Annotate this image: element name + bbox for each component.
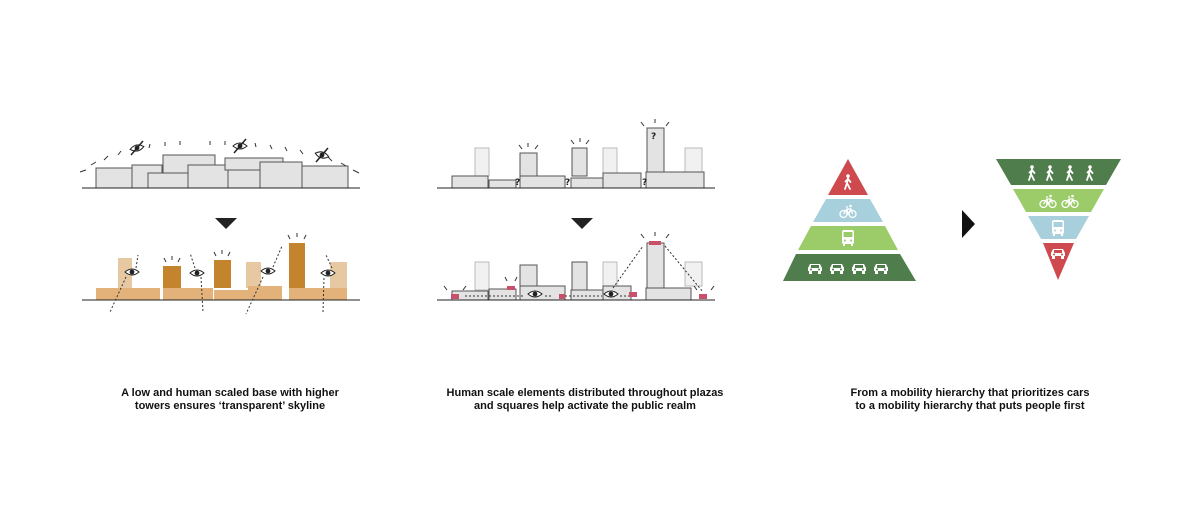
down-arrow-icon [571, 218, 593, 229]
skyline-after [82, 243, 360, 301]
sparkle-marks [518, 119, 670, 150]
caption-line: and squares help activate the public rea… [474, 400, 696, 412]
sightline-arrows [465, 245, 704, 297]
pyramid-cars-first [783, 159, 916, 281]
question-mark: ? [642, 178, 647, 188]
question-mark: ? [651, 132, 656, 142]
question-mark: ? [565, 178, 570, 188]
eye-icon [603, 290, 619, 298]
eye-icon [124, 268, 140, 276]
crossed-eye-icon [232, 138, 248, 154]
pyramid-tier-car [1043, 243, 1074, 280]
crossed-eye-icon [129, 140, 145, 156]
bus-icon [842, 230, 854, 246]
sparkle-marks [443, 232, 715, 291]
down-arrow-icon [215, 218, 237, 229]
mobility-caption: From a mobility hierarchy that prioritiz… [820, 387, 1120, 413]
caption-line: A low and human scaled base with higher [121, 387, 339, 399]
bus-icon [1052, 220, 1064, 236]
eye-icon [527, 290, 543, 298]
human-scale-caption: Human scale elements distributed through… [415, 387, 755, 413]
pyramid-tier-car [783, 254, 916, 281]
eye-icon [189, 269, 205, 277]
crossed-eye-icon [313, 147, 331, 163]
skyline-panel: A low and human scaled base with higher … [60, 0, 400, 513]
right-arrow-icon [962, 210, 975, 238]
caption-line: to a mobility hierarchy that puts people… [855, 400, 1085, 412]
human-scale-panel: ? ? ? ? [415, 0, 755, 513]
mobility-diagram [783, 159, 1121, 281]
pyramid-tier-pedestrian [996, 159, 1121, 185]
human-scale-element [451, 241, 707, 299]
pyramid-people-first [996, 159, 1121, 280]
skyline-diagram [79, 138, 360, 315]
mobility-panel: From a mobility hierarchy that prioritiz… [780, 0, 1160, 513]
pyramid-tier-bicycle [1013, 189, 1104, 212]
plaza-before [437, 127, 715, 189]
caption-line: towers ensures ‘transparent’ skyline [134, 400, 326, 412]
eye-icon [320, 269, 336, 277]
caption-line: From a mobility hierarchy that prioritiz… [850, 387, 1090, 399]
eye-icon [260, 267, 276, 275]
sparkle-marks [163, 233, 307, 263]
plaza-after [437, 242, 715, 301]
caption-line: Human scale elements distributed through… [446, 387, 724, 399]
pyramid-tier-bicycle [813, 199, 883, 222]
question-mark: ? [515, 178, 520, 188]
skyline-caption: A low and human scaled base with higher … [60, 387, 400, 413]
sightline-arrows [109, 245, 333, 315]
human-scale-diagram: ? ? ? ? [437, 119, 715, 301]
skyline-before [82, 154, 360, 189]
